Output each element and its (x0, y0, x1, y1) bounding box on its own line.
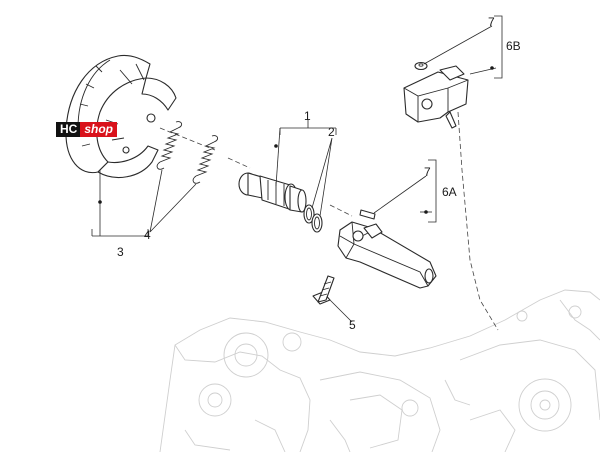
logo-text-left: HC (56, 122, 81, 137)
o-rings (303, 204, 323, 233)
washer-upper (414, 61, 428, 71)
spring-left (156, 121, 183, 170)
callout-dots (98, 66, 494, 214)
brake-lever-6a (337, 221, 437, 289)
pin-lower (359, 209, 376, 220)
engine-crankcase-ghost (159, 289, 600, 452)
logo-text-right: shop (80, 122, 118, 137)
callout-6b: 6B (506, 39, 521, 53)
brake-shoe-assembly (65, 54, 177, 178)
bracket-6b (403, 65, 469, 129)
spring-right (192, 135, 219, 184)
callout-3: 3 (117, 245, 124, 259)
assembly-axis-line (159, 127, 353, 217)
callout-2: 2 (328, 125, 335, 139)
callout-4: 4 (144, 228, 151, 242)
callout-5: 5 (349, 318, 356, 332)
shop-logo: HC shop (56, 122, 118, 137)
callout-1: 1 (304, 109, 311, 123)
bracket-drop-line (457, 111, 499, 331)
callout-7-upper: 7 (488, 15, 495, 29)
callout-7-lower: 7 (424, 165, 431, 179)
callout-6a: 6A (442, 185, 457, 199)
callout-leaders (91, 15, 503, 323)
bolt (312, 275, 335, 305)
brake-camshaft (238, 172, 307, 213)
